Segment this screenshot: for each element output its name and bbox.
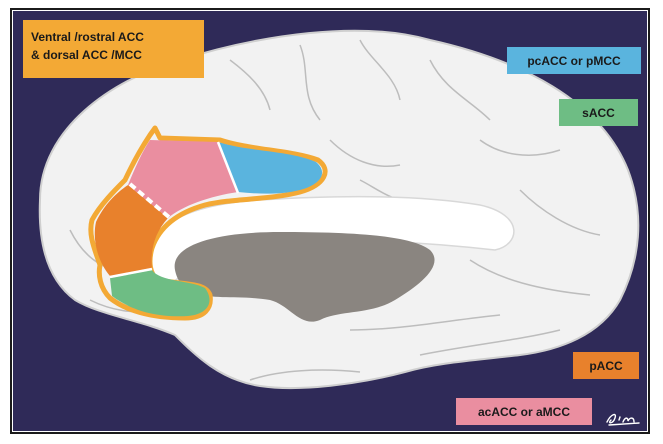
label-pacc: pACC <box>573 352 639 379</box>
label-acacc: acACC or aMCC <box>456 398 592 425</box>
label-main-line1: Ventral /rostral ACC <box>31 28 196 46</box>
label-ventral-dorsal-acc: Ventral /rostral ACC & dorsal ACC /MCC <box>23 20 204 78</box>
label-main-line2: & dorsal ACC /MCC <box>31 46 196 64</box>
artist-signature <box>603 408 643 428</box>
label-pcacc: pcACC or pMCC <box>507 47 641 74</box>
label-sacc: sACC <box>559 99 638 126</box>
